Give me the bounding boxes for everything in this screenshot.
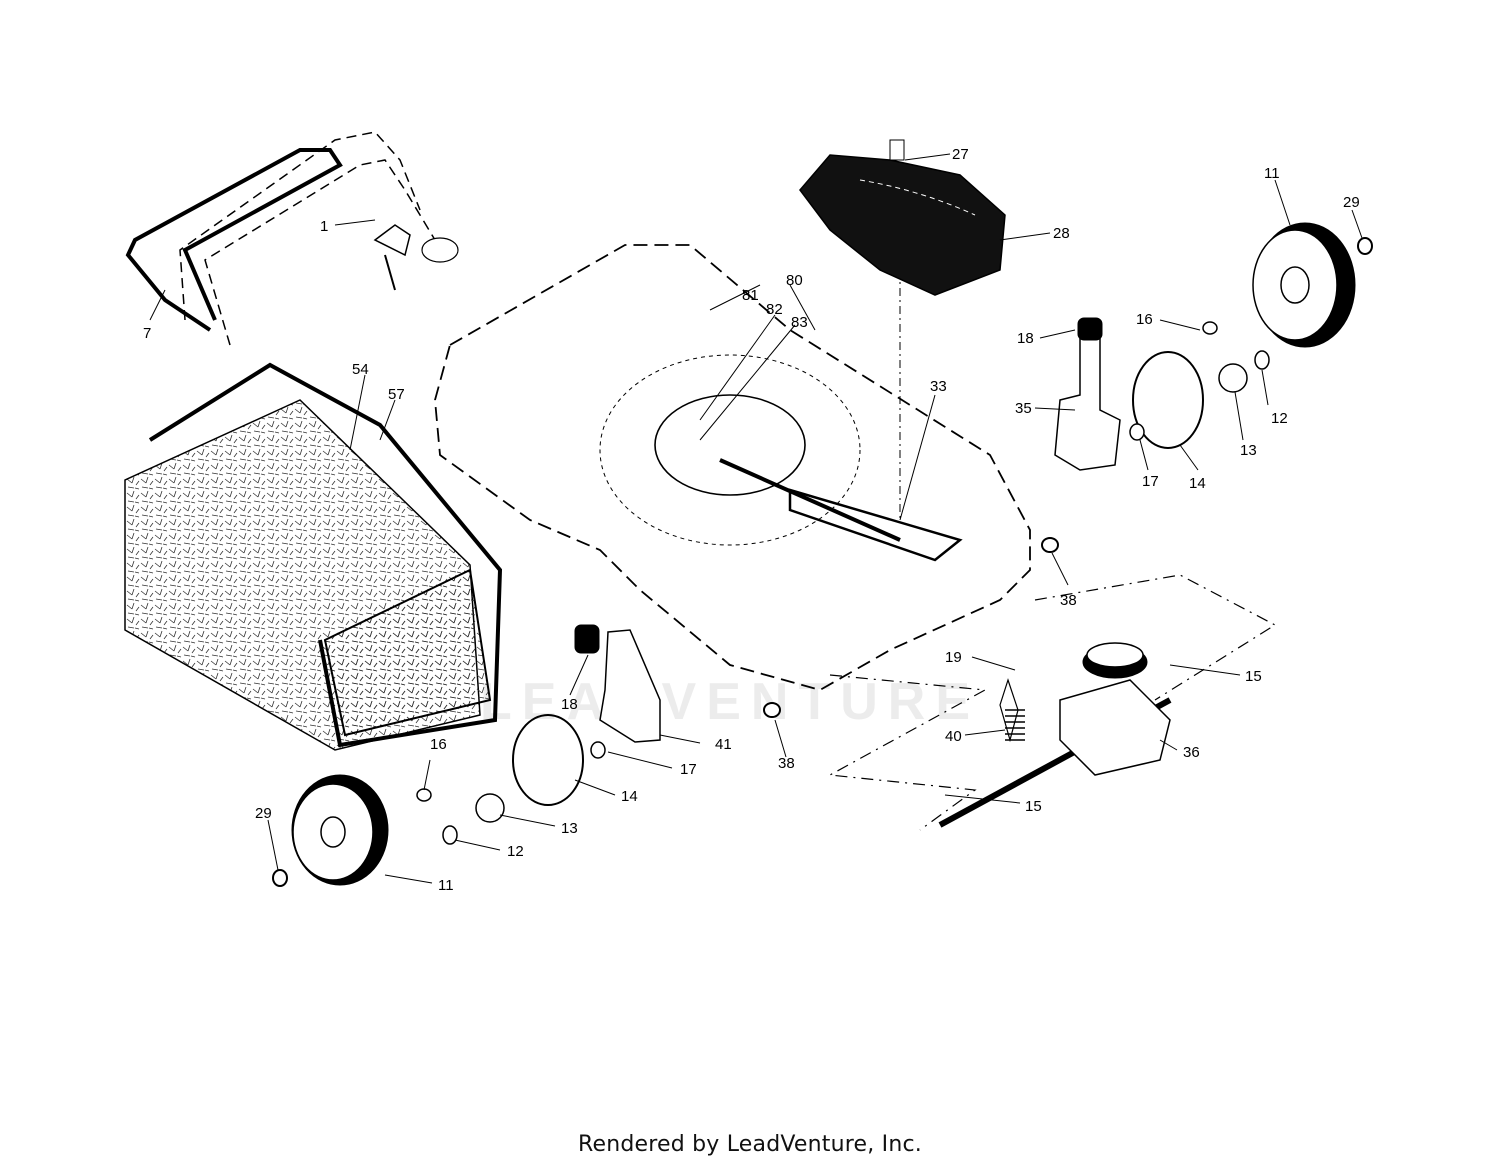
leader-lines	[149, 153, 1363, 884]
callout-54: 54	[352, 361, 369, 378]
grass-bag	[124, 362, 503, 751]
leadventure-watermark: LEADVENTURE	[480, 673, 981, 731]
callout-38-left: 38	[778, 755, 795, 772]
handle	[125, 131, 459, 346]
callout-38: 38	[1060, 592, 1077, 609]
mower-deck	[434, 244, 1031, 691]
callout-27: 27	[952, 146, 969, 163]
callout-labels: 1 7 54 57 80 81 82 83 27 28 11 29 16 18 …	[143, 146, 1360, 894]
rear-wheel-right	[1041, 222, 1373, 553]
callout-41: 41	[715, 736, 732, 753]
callout-16-left: 16	[430, 736, 447, 753]
callout-29: 29	[1343, 194, 1360, 211]
callout-17-left: 17	[680, 761, 697, 778]
callout-29-left: 29	[255, 805, 272, 822]
callout-82: 82	[766, 301, 783, 318]
callout-18: 18	[1017, 330, 1034, 347]
parts-diagram: 1 7 54 57 80 81 82 83 27 28 11 29 16 18 …	[124, 131, 1373, 894]
callout-81: 81	[742, 287, 759, 304]
callout-11: 11	[1264, 165, 1280, 182]
callout-13: 13	[1240, 442, 1257, 459]
callout-40: 40	[945, 728, 962, 745]
rear-wheel-left	[272, 624, 781, 887]
callout-13-left: 13	[561, 820, 578, 837]
callout-15-lower: 15	[1025, 798, 1042, 815]
transmission	[828, 574, 1277, 831]
callout-14-left: 14	[621, 788, 638, 805]
belt-cover	[799, 139, 1006, 296]
callout-18-left: 18	[561, 696, 578, 713]
callout-12-left: 12	[507, 843, 524, 860]
callout-11-left: 11	[438, 877, 454, 894]
callout-12: 12	[1271, 410, 1288, 427]
callout-17: 17	[1142, 473, 1159, 490]
callout-28: 28	[1053, 225, 1070, 242]
callout-57: 57	[388, 386, 405, 403]
footer-credit: Rendered by LeadVenture, Inc.	[578, 1132, 922, 1157]
callout-7: 7	[143, 325, 151, 342]
callout-35: 35	[1015, 400, 1032, 417]
callout-83: 83	[791, 314, 808, 331]
callout-33: 33	[930, 378, 947, 395]
callout-16: 16	[1136, 311, 1153, 328]
callout-80: 80	[786, 272, 803, 289]
callout-19: 19	[945, 649, 962, 666]
callout-1: 1	[320, 218, 328, 235]
callout-36: 36	[1183, 744, 1200, 761]
callout-14: 14	[1189, 475, 1206, 492]
callout-15: 15	[1245, 668, 1262, 685]
